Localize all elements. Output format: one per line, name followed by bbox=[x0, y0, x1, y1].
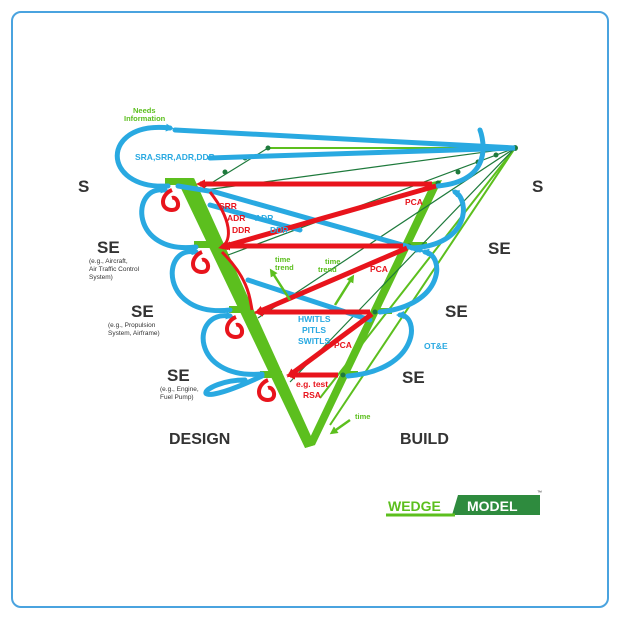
level-se3-right: SE bbox=[402, 368, 425, 387]
needs-information-label-2: Information bbox=[124, 114, 166, 123]
test-label-switls: SWITLS bbox=[298, 336, 330, 346]
level-se2-left: SE bbox=[131, 302, 154, 321]
level-se1-note-3: System) bbox=[89, 274, 113, 281]
diagram-frame bbox=[11, 11, 609, 608]
level-se1-left: SE bbox=[97, 238, 120, 257]
eg-test-label: e.g. test bbox=[296, 379, 328, 389]
level-se2-note-2: System, Airframe) bbox=[108, 330, 160, 337]
level-se3-left: SE bbox=[167, 366, 190, 385]
level-se1-note-1: (e.g., Aircraft, bbox=[89, 258, 128, 265]
time-trend-2-a: time bbox=[325, 257, 340, 266]
time-trend-1-a: time bbox=[275, 255, 290, 264]
level-se2-note-1: (e.g., Propulsion bbox=[108, 322, 156, 329]
build-label: BUILD bbox=[400, 431, 449, 448]
test-label-pitls: PITLS bbox=[302, 325, 326, 335]
logo-word-model: MODEL bbox=[467, 498, 518, 514]
pca-label-1: PCA bbox=[405, 197, 423, 207]
adr-blue-label: ADR bbox=[255, 213, 273, 223]
needs-information-label-1: Needs bbox=[133, 106, 156, 115]
ddr-blue-label: DDR bbox=[270, 225, 288, 235]
rsa-label: RSA bbox=[303, 390, 321, 400]
wedge-model-logo: WEDGE MODEL ™ bbox=[386, 490, 542, 517]
ddr-red-label: DDR bbox=[232, 225, 250, 235]
level-se1-right: SE bbox=[488, 239, 511, 258]
level-se3-note-2: Fuel Pump) bbox=[160, 394, 194, 401]
time-trend-1-b: trend bbox=[275, 263, 294, 272]
logo-trademark: ™ bbox=[537, 490, 542, 496]
green-trend-arrows bbox=[269, 268, 355, 435]
adr-red-label: ADR bbox=[227, 213, 245, 223]
logo-word-wedge: WEDGE bbox=[388, 498, 441, 514]
time-trend-2-b: trend bbox=[318, 265, 337, 274]
level-s-right: S bbox=[532, 177, 543, 196]
srr-label: SRR bbox=[219, 201, 237, 211]
level-se1-note-2: Air Traffic Control bbox=[89, 266, 140, 273]
reviews-top-label: SRA,SRR,ADR,DDR bbox=[135, 152, 215, 162]
red-arrows bbox=[196, 179, 437, 380]
pca-label-2: PCA bbox=[370, 264, 388, 274]
level-s-left: S bbox=[78, 177, 89, 196]
time-label: time bbox=[355, 412, 370, 421]
red-curl-icons bbox=[161, 188, 276, 403]
level-se3-note-1: (e.g., Engine, bbox=[160, 386, 199, 393]
design-label: DESIGN bbox=[169, 431, 230, 448]
pca-label-3: PCA bbox=[334, 340, 352, 350]
test-label-hwitls: HWITLS bbox=[298, 314, 331, 324]
ote-label: OT&E bbox=[424, 341, 448, 351]
level-se2-right: SE bbox=[445, 302, 468, 321]
